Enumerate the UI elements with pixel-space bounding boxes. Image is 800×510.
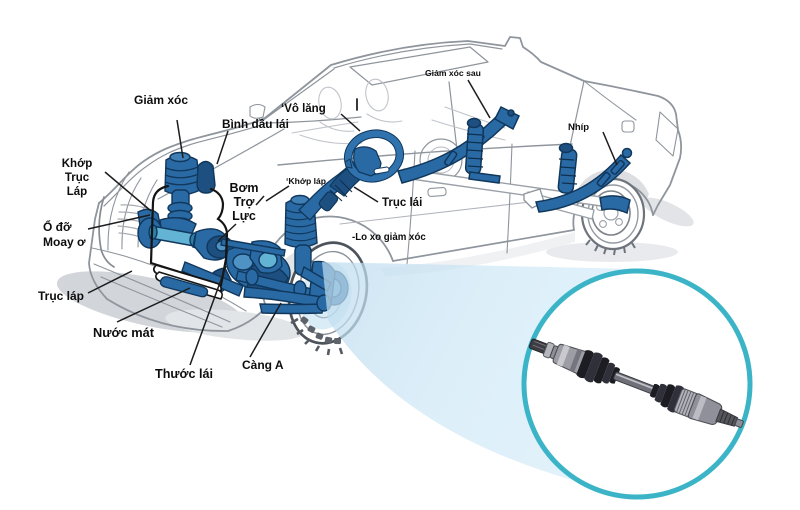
svg-text:Trợ: Trợ — [234, 195, 255, 209]
svg-text:Ổ đỡ: Ổ đỡ — [43, 219, 72, 234]
svg-text:Moay ơ: Moay ơ — [43, 235, 86, 249]
svg-text:Trục láp: Trục láp — [38, 289, 84, 303]
svg-text:Bình dầu lái: Bình dầu lái — [222, 117, 289, 131]
svg-text:‘Khớp láp: ‘Khớp láp — [286, 176, 326, 186]
svg-text:Trục lái: Trục lái — [382, 197, 422, 209]
svg-text:‘Vô lăng: ‘Vô lăng — [281, 103, 326, 115]
svg-text:Khớp: Khớp — [62, 158, 93, 170]
svg-text:Lực: Lực — [232, 209, 256, 223]
svg-text:Bơm: Bơm — [229, 181, 258, 195]
svg-text:Láp: Láp — [67, 186, 87, 198]
svg-text:Giảm xóc: Giảm xóc — [134, 93, 188, 107]
svg-text:Nhíp: Nhíp — [568, 122, 589, 133]
svg-text:Giảm xóc sau: Giảm xóc sau — [425, 68, 481, 78]
svg-text:Thước lái: Thước lái — [155, 367, 213, 381]
svg-text:-Lo xo giảm xóc: -Lo xo giảm xóc — [352, 232, 426, 243]
svg-text:Trục: Trục — [65, 172, 90, 184]
svg-text:Càng A: Càng A — [242, 358, 284, 372]
svg-text:Nước mát: Nước mát — [93, 325, 155, 340]
